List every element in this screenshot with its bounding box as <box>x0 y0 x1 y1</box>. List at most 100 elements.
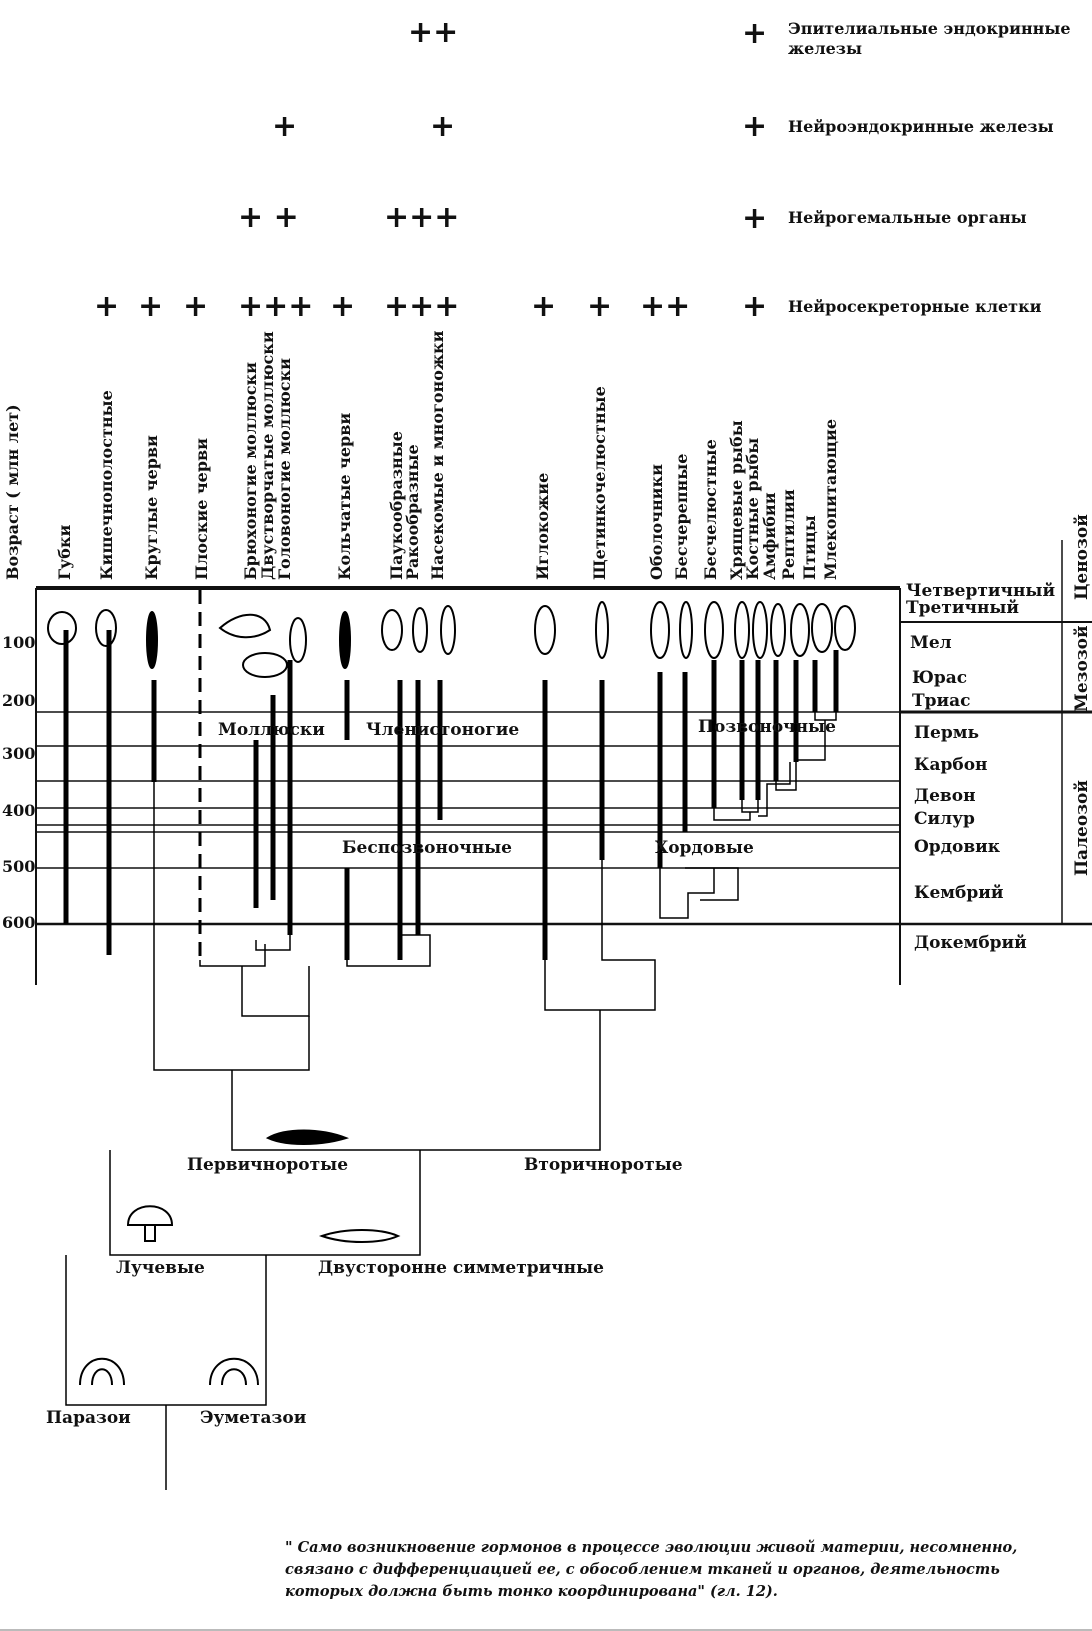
period-label: Докембрий <box>914 933 1027 953</box>
taxon-label: Иглокожие <box>533 473 552 580</box>
hormone-label-cont: железы <box>788 39 862 58</box>
period-label: Четвертичный <box>906 581 1055 601</box>
taxon-label: Плоские черви <box>192 438 211 580</box>
plus-marker: + <box>531 289 556 324</box>
axis-title: Возраст ( млн лет) <box>3 404 22 580</box>
phylogenetic-tree <box>65 712 837 1490</box>
period-labels: Четвертичный Третичный Мел Юрас Триас Пе… <box>906 514 1092 953</box>
quote-line: " Само возникновение гормонов в процессе… <box>285 1539 1017 1556</box>
snail-icon <box>218 613 272 639</box>
group-label-vertebrates: Позвоночные <box>698 717 836 737</box>
arrow-worm-icon <box>595 601 609 659</box>
organism-illustrations <box>47 601 856 1386</box>
plus-marker: + <box>183 289 208 324</box>
hormone-row-neuroendocrine: + + + Нейроэндокринные железы <box>272 109 1054 144</box>
lamprey-icon <box>704 601 724 659</box>
taxon-label: Амфибии <box>760 492 779 580</box>
mammal-icon <box>834 605 856 651</box>
taxon-label: Головоногие моллюски <box>275 358 294 580</box>
tree-branch <box>544 860 656 1011</box>
group-label-eumetazoa: Эуметазои <box>200 1408 307 1428</box>
hormone-label: Нейрогемальные органы <box>788 208 1027 227</box>
era-label: Ценозой <box>1072 514 1092 600</box>
tunicate-icon <box>650 601 670 659</box>
group-label-parazoa: Паразои <box>46 1408 131 1428</box>
tree-branch <box>109 1150 421 1256</box>
tree-branch <box>199 944 266 967</box>
tree-branch <box>796 720 826 761</box>
tree-branch <box>231 1010 601 1151</box>
hormone-row-epithelial: ++ + Эпителиальные эндокринные железы <box>408 15 1071 58</box>
plus-marker: + <box>138 289 163 324</box>
plus-marker: + <box>330 289 355 324</box>
shark-icon <box>734 601 750 659</box>
era-label: Мезозой <box>1072 625 1092 712</box>
tree-branch <box>685 867 739 901</box>
eumetazoa-icon <box>209 1357 259 1386</box>
taxon-label: Костные рыбы <box>743 438 762 580</box>
taxon-label: Бесчелюстные <box>701 439 720 580</box>
scorpion-icon <box>381 609 403 651</box>
tick-label: 500 <box>2 857 35 876</box>
taxon-label: Двустворчатые моллюски <box>258 331 277 580</box>
plus-marker: + <box>272 109 297 144</box>
plus-marker: +++ <box>238 289 313 324</box>
plus-marker: + <box>94 289 119 324</box>
plus-marker: +++ <box>384 200 459 235</box>
taxon-label: Оболочники <box>647 464 666 580</box>
period-label: Третичный <box>906 598 1019 618</box>
tree-branch <box>713 808 751 821</box>
tick-label: 100 <box>2 633 35 652</box>
taxon-label: Птицы <box>800 515 819 580</box>
taxon-label: Кишечнополостные <box>97 390 116 580</box>
tick-label: 200 <box>2 691 35 710</box>
hormone-label: Нейроэндокринные железы <box>788 117 1054 136</box>
plus-marker: ++ <box>640 289 690 324</box>
legend-plus-icon: + <box>742 289 767 324</box>
tree-branch <box>659 868 715 919</box>
sponge-icon <box>47 611 77 645</box>
group-label-protostomes: Первичноротые <box>187 1155 348 1175</box>
hydra-icon <box>95 609 117 647</box>
plus-marker: ++ <box>408 15 458 50</box>
amphibian-icon <box>770 603 786 657</box>
period-label: Юрас <box>912 668 967 688</box>
legend-plus-icon: + <box>742 109 767 144</box>
taxon-label: Паукообразные <box>387 431 406 580</box>
group-label-arthropods: Членистоногие <box>366 720 519 740</box>
group-label-radiata: Лучевые <box>116 1258 205 1278</box>
tree-branch <box>241 966 310 1017</box>
period-label: Силур <box>914 809 975 829</box>
plus-marker: + + <box>238 200 299 235</box>
taxon-label: Насекомые и многоножки <box>428 330 447 580</box>
period-label: Карбон <box>914 755 988 775</box>
taxon-label: Кольчатые черви <box>335 413 354 580</box>
starfish-icon <box>534 605 556 655</box>
taxon-label: Бесчерепные <box>672 454 691 581</box>
period-label: Девон <box>914 786 976 806</box>
taxon-label: Щетинкочелюстные <box>590 386 609 580</box>
group-labels: Моллюски Членистоногие Позвоночные Беспо… <box>46 717 836 1428</box>
bilaterian-worm-icon <box>318 1229 401 1243</box>
quote-line: которых должна быть тонко координирована… <box>285 1583 778 1600</box>
tree-branch <box>346 934 431 967</box>
age-ticks: 100 200 300 400 500 600 <box>2 633 35 932</box>
group-label-deuterostomes: Вторичноротые <box>524 1155 683 1175</box>
insect-icon <box>440 605 456 655</box>
plus-marker: + <box>587 289 612 324</box>
roundworm-icon <box>146 611 158 669</box>
group-label-mollusks: Моллюски <box>218 720 325 740</box>
annelid-icon <box>339 611 351 669</box>
fish-icon <box>752 601 768 659</box>
hormone-row-neurosecretory: + + + +++ + +++ + + ++ + Нейросекреторны… <box>94 289 1042 324</box>
bivalve-icon <box>242 652 288 678</box>
plus-marker: +++ <box>384 289 459 324</box>
group-label-chordates: Хордовые <box>655 838 754 858</box>
parazoa-icon <box>79 1357 125 1386</box>
lancelet-icon <box>679 601 693 659</box>
taxon-label: Млекопитающие <box>821 419 840 580</box>
hormone-row-neurohemal: + + +++ + Нейрогемальные органы <box>238 200 1027 236</box>
bird-icon <box>811 603 833 653</box>
tick-label: 300 <box>2 744 35 763</box>
hormone-legend: ++ + Эпителиальные эндокринные железы + … <box>94 15 1071 324</box>
